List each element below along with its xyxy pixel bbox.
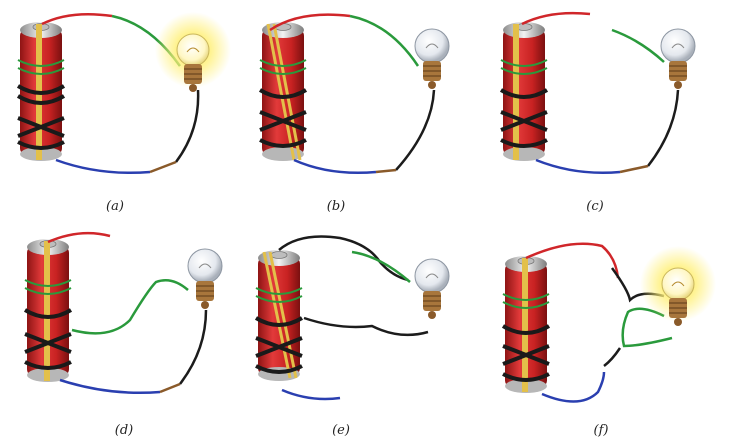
panel-d: (d) bbox=[23, 231, 223, 438]
battery bbox=[23, 239, 73, 382]
panel-a: (a) bbox=[16, 12, 231, 214]
bulb bbox=[155, 12, 231, 92]
wire-blue bbox=[535, 158, 621, 175]
wire-red bbox=[47, 231, 111, 244]
wire-green bbox=[621, 307, 673, 348]
wire-blue bbox=[541, 371, 606, 403]
panel-caption: (a) bbox=[106, 199, 124, 214]
wire-black-top bbox=[278, 235, 409, 282]
wire-red bbox=[525, 242, 620, 279]
panel-e: (e) bbox=[254, 235, 450, 438]
wire-black bbox=[395, 89, 436, 171]
bulb bbox=[660, 28, 696, 89]
wire-green bbox=[351, 250, 411, 283]
battery bbox=[499, 22, 549, 161]
bulb bbox=[414, 28, 450, 89]
wire-black bbox=[303, 316, 429, 337]
panel-f: (f) bbox=[501, 242, 716, 438]
panel-caption: (b) bbox=[327, 199, 345, 214]
wire-red bbox=[269, 13, 351, 32]
panel-c: (c) bbox=[499, 11, 696, 214]
wire-blue bbox=[55, 158, 151, 175]
wire-joint bbox=[159, 382, 181, 394]
wire-red bbox=[521, 11, 591, 26]
wire-red bbox=[41, 12, 113, 26]
wire-blue bbox=[59, 378, 161, 395]
panel-caption: (c) bbox=[586, 199, 603, 214]
battery bbox=[254, 250, 304, 381]
wire-green bbox=[349, 14, 420, 67]
panel-caption: (e) bbox=[332, 423, 350, 438]
wire-black bbox=[179, 309, 208, 385]
panel-b: (b) bbox=[258, 13, 450, 214]
wire-joint bbox=[149, 160, 177, 174]
bulb bbox=[640, 246, 716, 326]
bulb bbox=[187, 248, 223, 309]
wire-green bbox=[71, 279, 189, 335]
wire-blue bbox=[293, 158, 377, 175]
panel-caption: (d) bbox=[115, 423, 133, 438]
battery bbox=[258, 22, 308, 161]
wire-black bbox=[174, 89, 200, 163]
wire-joint bbox=[375, 168, 397, 174]
battery bbox=[501, 256, 551, 393]
wire-black-lower bbox=[603, 347, 622, 367]
wire-green bbox=[611, 28, 665, 63]
wire-blue bbox=[281, 388, 341, 401]
wire-black bbox=[647, 89, 680, 167]
wire-joint bbox=[619, 164, 649, 174]
battery bbox=[16, 22, 66, 161]
bulb bbox=[414, 258, 450, 319]
panel-caption: (f) bbox=[594, 423, 609, 438]
